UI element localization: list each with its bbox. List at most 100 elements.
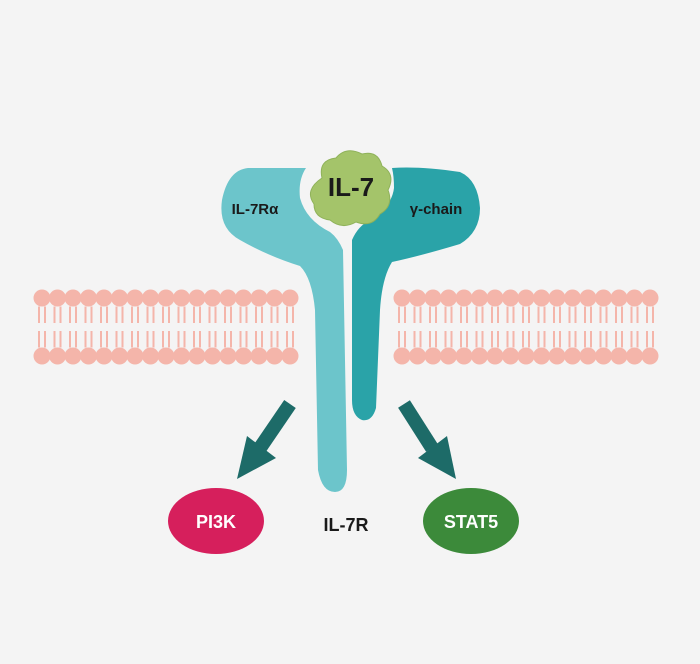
lipid-head [579,347,597,365]
lipid-head [157,347,175,365]
stat5-label: STAT5 [444,512,498,532]
lipid-tails [522,306,530,348]
lipid-tails [506,306,515,348]
lipid-head [49,347,66,365]
lipid-head [235,289,252,307]
il7r-alpha-chain [221,168,347,492]
lipid-tails [270,306,279,348]
lipid-head [564,347,581,365]
lipid-tails [84,306,93,348]
lipid-head [626,289,643,307]
lipid-head [219,289,237,307]
lipid-head [409,289,426,307]
lipid-head [64,289,82,307]
membrane-right-segment [393,289,659,365]
lipid-head [517,347,535,365]
lipid-head [641,347,659,365]
pi3k-label: PI3K [196,512,236,532]
membrane-left-segment [33,289,299,365]
lipid-tails [553,306,561,348]
lipid-tails [599,306,608,348]
lipid-tails [584,306,592,348]
lipid-tails [53,306,62,348]
lipid-tails [398,306,406,348]
lipid-head [188,289,206,307]
lipid-tails [413,306,422,348]
lipid-head [502,289,519,307]
gamma-chain-label: γ-chain [410,201,463,218]
lipid-head [188,347,206,365]
lipid-head [250,289,268,307]
lipid-head [393,289,411,307]
lipid-head [579,289,597,307]
lipid-head [471,347,488,365]
lipid-tails [286,306,294,348]
lipid-head [486,347,504,365]
lipid-head [266,347,283,365]
gamma-chain [352,167,480,421]
lipid-tails [475,306,484,348]
lipid-head [548,347,566,365]
lipid-head [281,289,299,307]
lipid-tails [255,306,263,348]
arrow-to-stat5 [398,400,456,479]
lipid-tails [460,306,468,348]
cell-membrane [33,289,659,365]
lipid-head [455,289,473,307]
lipid-head [111,347,128,365]
lipid-tails [69,306,77,348]
lipid-head [173,347,190,365]
lipid-head [126,289,144,307]
lipid-head [409,347,426,365]
lipid-head [610,347,628,365]
lipid-head [393,347,411,365]
lipid-head [49,289,66,307]
lipid-tails [568,306,577,348]
lipid-head [440,289,457,307]
lipid-tails [193,306,201,348]
lipid-head [157,289,175,307]
lipid-tails [162,306,170,348]
lipid-tails [429,306,437,348]
lipid-head [455,347,473,365]
lipid-tails [100,306,108,348]
lipid-head [173,289,190,307]
lipid-head [204,347,221,365]
pi3k-node: PI3K [168,488,264,554]
lipid-head [142,347,159,365]
lipid-tails [630,306,639,348]
lipid-head [33,289,51,307]
lipid-tails [444,306,453,348]
lipid-head [281,347,299,365]
lipid-head [142,289,159,307]
lipid-head [471,289,488,307]
lipid-tails [131,306,139,348]
lipid-tails [491,306,499,348]
lipid-head [80,289,97,307]
lipid-tails [115,306,124,348]
lipid-head [595,289,612,307]
lipid-tails [208,306,217,348]
lipid-head [95,347,113,365]
lipid-head [64,347,82,365]
lipid-head [533,289,550,307]
lipid-tails [615,306,623,348]
lipid-head [219,347,237,365]
lipid-head [424,347,442,365]
lipid-head [266,289,283,307]
lipid-head [440,347,457,365]
lipid-tails [239,306,248,348]
lipid-tails [224,306,232,348]
lipid-head [250,347,268,365]
arrow-to-pi3k [237,400,296,479]
lipid-tails [537,306,546,348]
lipid-head [424,289,442,307]
lipid-head [486,289,504,307]
lipid-head [126,347,144,365]
lipid-head [204,289,221,307]
lipid-tails [646,306,654,348]
lipid-head [548,289,566,307]
ligand-label: IL-7 [328,172,374,202]
lipid-head [80,347,97,365]
